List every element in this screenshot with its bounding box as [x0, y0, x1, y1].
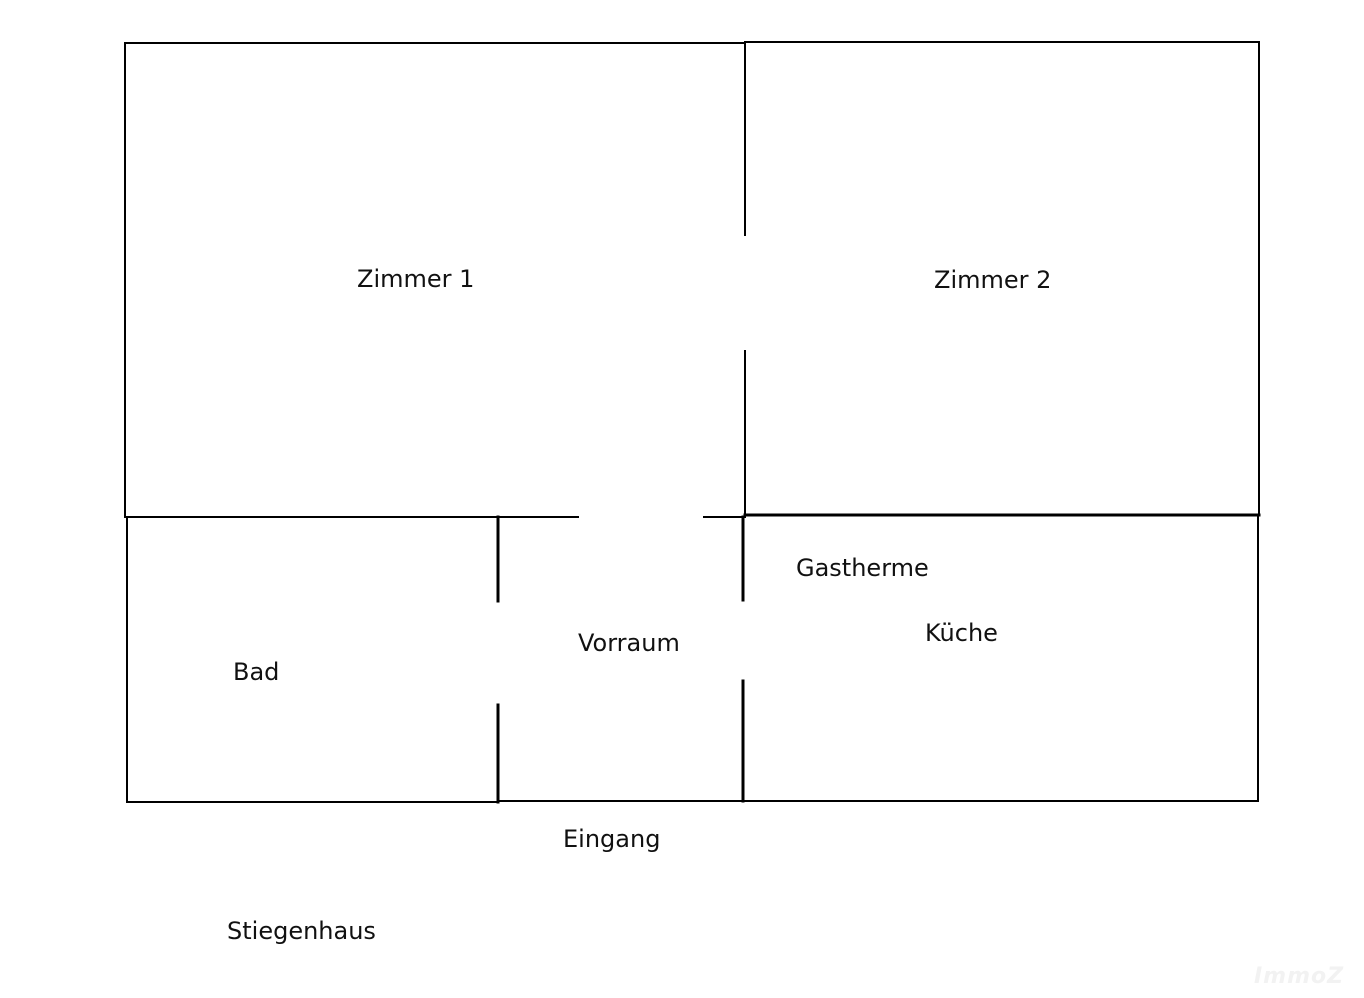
room-label-vorraum: Vorraum [578, 629, 680, 657]
label-stiegenhaus: Stiegenhaus [227, 917, 376, 945]
label-eingang: Eingang [563, 825, 661, 853]
room-label-zimmer2: Zimmer 2 [934, 266, 1052, 294]
room-label-kueche: Küche [925, 619, 998, 647]
room-label-zimmer1: Zimmer 1 [357, 265, 475, 293]
room-label-gastherme: Gastherme [796, 554, 929, 582]
watermark-logo: ImmoZ [1254, 964, 1345, 989]
room-label-bad: Bad [233, 658, 280, 686]
